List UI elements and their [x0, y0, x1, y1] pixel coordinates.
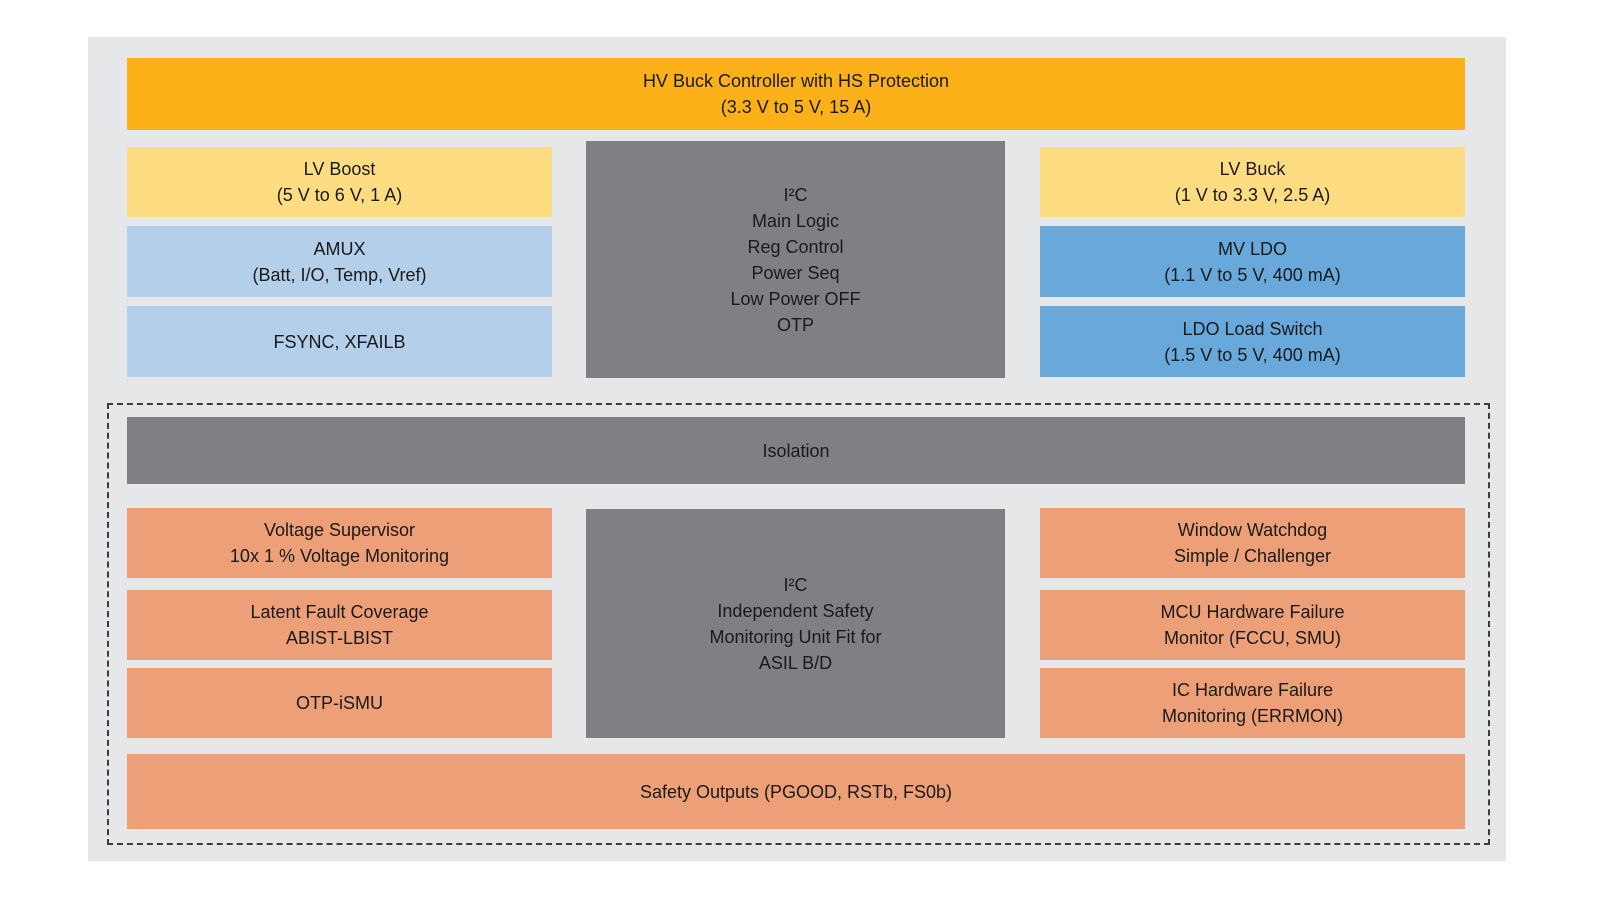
- block-label: Window Watchdog: [1177, 520, 1328, 540]
- block-latent-fault-coverage: Latent Fault Coverage ABIST-LBIST: [127, 590, 552, 660]
- block-isolation: Isolation: [127, 417, 1465, 484]
- block-lv-boost: LV Boost (5 V to 6 V, 1 A): [127, 147, 552, 217]
- block-label: I²C: [783, 184, 808, 205]
- diagram-panel: HV Buck Controller with HS Protection (3…: [88, 37, 1506, 861]
- block-lv-buck: LV Buck (1 V to 3.3 V, 2.5 A): [1040, 147, 1465, 217]
- block-label: Low Power OFF: [730, 288, 861, 309]
- block-voltage-supervisor: Voltage Supervisor 10x 1 % Voltage Monit…: [127, 508, 552, 578]
- block-label: (5 V to 6 V, 1 A): [276, 185, 403, 205]
- block-label: MV LDO: [1217, 238, 1287, 259]
- block-label: OTP: [776, 314, 814, 335]
- block-label: HV Buck Controller with HS Protection: [642, 71, 950, 91]
- block-label: LDO Load Switch: [1182, 318, 1323, 339]
- block-independent-safety-monitoring-unit: I²C Independent Safety Monitoring Unit F…: [586, 509, 1005, 738]
- block-label: ASIL B/D: [758, 652, 833, 673]
- block-label: IC Hardware Failure: [1171, 680, 1334, 700]
- block-label: (1 V to 3.3 V, 2.5 A): [1174, 185, 1331, 205]
- block-label: Power Seq: [751, 262, 840, 283]
- block-mv-ldo: MV LDO (1.1 V to 5 V, 400 mA): [1040, 226, 1465, 297]
- block-label: AMUX: [313, 238, 366, 259]
- block-label: (1.1 V to 5 V, 400 mA): [1164, 264, 1341, 285]
- block-ldo-load-switch: LDO Load Switch (1.5 V to 5 V, 400 mA): [1040, 306, 1465, 377]
- block-label: OTP-iSMU: [296, 693, 383, 713]
- block-label: (3.3 V to 5 V, 15 A): [720, 97, 872, 117]
- block-ic-hardware-failure-monitoring: IC Hardware Failure Monitoring (ERRMON): [1040, 668, 1465, 738]
- block-amux: AMUX (Batt, I/O, Temp, Vref): [127, 226, 552, 297]
- block-mcu-hardware-failure-monitor: MCU Hardware Failure Monitor (FCCU, SMU): [1040, 590, 1465, 660]
- block-label: (1.5 V to 5 V, 400 mA): [1164, 344, 1341, 365]
- block-label: LV Buck: [1219, 159, 1286, 179]
- block-fsync-xfailb: FSYNC, XFAILB: [127, 306, 552, 377]
- block-window-watchdog: Window Watchdog Simple / Challenger: [1040, 508, 1465, 578]
- block-label: Latent Fault Coverage: [250, 602, 429, 622]
- block-label: Monitoring (ERRMON): [1161, 706, 1344, 726]
- block-hv-buck-controller: HV Buck Controller with HS Protection (3…: [127, 58, 1465, 130]
- block-label: Safety Outputs (PGOOD, RSTb, FS0b): [639, 781, 953, 802]
- block-label: FSYNC, XFAILB: [273, 331, 406, 352]
- block-label: 10x 1 % Voltage Monitoring: [229, 546, 450, 566]
- block-label: (Batt, I/O, Temp, Vref): [252, 264, 427, 285]
- block-label: Simple / Challenger: [1173, 546, 1332, 566]
- block-label: Monitoring Unit Fit for: [709, 626, 882, 647]
- block-label: Voltage Supervisor: [263, 520, 416, 540]
- block-label: Reg Control: [747, 236, 844, 257]
- safety-island-boundary: [107, 403, 1490, 845]
- block-otp-ismu: OTP-iSMU: [127, 668, 552, 738]
- block-label: Monitor (FCCU, SMU): [1163, 628, 1341, 648]
- block-label: ABIST-LBIST: [285, 628, 394, 648]
- block-label: Isolation: [762, 440, 830, 461]
- block-label: Independent Safety: [717, 600, 874, 621]
- block-safety-outputs: Safety Outputs (PGOOD, RSTb, FS0b): [127, 754, 1465, 829]
- block-label: Main Logic: [751, 210, 840, 231]
- block-label: I²C: [783, 574, 808, 595]
- block-main-logic: I²C Main Logic Reg Control Power Seq Low…: [586, 141, 1005, 378]
- block-label: MCU Hardware Failure: [1160, 602, 1345, 622]
- block-label: LV Boost: [303, 159, 376, 179]
